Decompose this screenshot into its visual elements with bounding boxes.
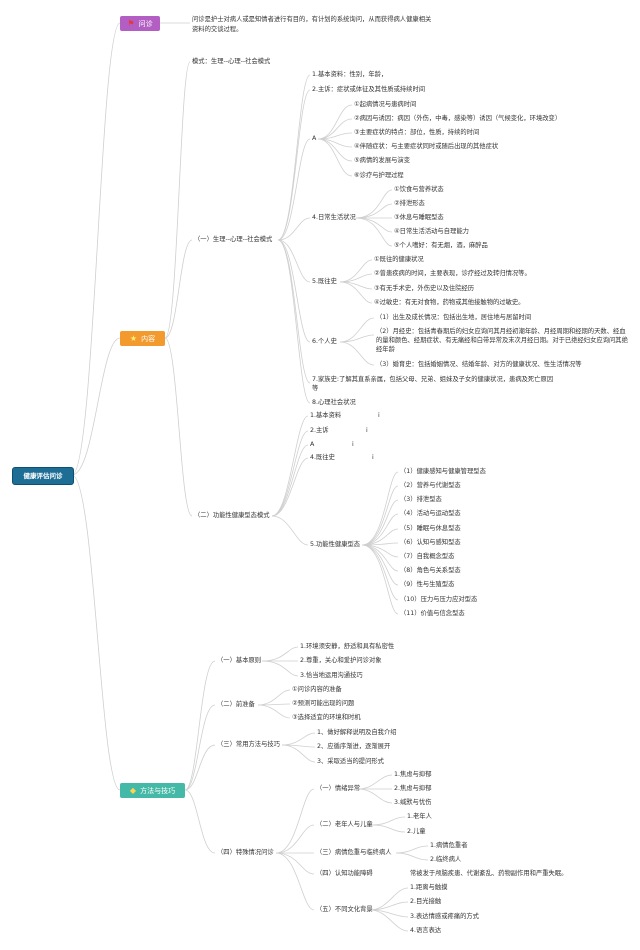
func-pattern-item: （6）认知与感知型态 (400, 539, 461, 546)
special-label[interactable]: （四）特殊情况问诊 (217, 849, 274, 856)
mode-label: 模式：生理--心理--社会模式 (192, 58, 271, 65)
bio-a-item: ⑤病情的发展与演变 (354, 157, 411, 164)
past-history-label: 5.既往史 (312, 278, 337, 285)
daily-life-item: ⑤个人嗜好：有无烟，酒，麻醉品 (394, 242, 488, 249)
prep-label[interactable]: （二）前准备 (217, 701, 255, 708)
daily-life-item: ②排泄形态 (394, 200, 425, 207)
emotion-label: （一）情绪异常 (316, 785, 361, 792)
emotion-item: 3.缄默与忧伤 (394, 799, 432, 806)
daily-life-item: ①饮食与营养状态 (394, 186, 444, 193)
emotion-item: 2.焦虑与抑郁 (394, 785, 432, 792)
personal-history-item: （3）婚育史：包括婚姻情况、结婚年龄、对方的健康状况、性生活情况等 (376, 361, 582, 368)
method-item: 3、采取适当的提问形式 (317, 758, 384, 765)
emotion-item: 1.焦虑与抑郁 (394, 771, 432, 778)
psych-social: 8.心理社会状况 (312, 399, 356, 406)
func-pattern-item: （11）价值与信念型态 (400, 610, 465, 617)
prep-item: ③选择适宜的环境和时机 (292, 714, 361, 721)
age-label: （二）老年人与儿童 (316, 821, 373, 828)
past-history-item: ③有无手术史，外伤史以及住院经历 (374, 285, 475, 292)
personal-history-item: （1）出生及成长情况：包括出生地，居住地与居留时间 (376, 314, 532, 321)
principle-item: 1.环境须安静，舒适和具有私密性 (300, 643, 395, 650)
func-pattern-item: （8）角色与关系型态 (400, 567, 461, 574)
branch-fangfa-label: 方法与技巧 (140, 786, 176, 795)
cognitive-note: 常被发于颅脑疾患、代谢紊乱、药物副作用和严重失眠。 (410, 870, 568, 877)
func-pattern-item: （10）压力与压力应对型态 (400, 596, 478, 603)
age-item: 1.老年人 (407, 813, 432, 820)
bio-a-item: ③主要症状的特点：部位，性质，持续的时间 (354, 129, 480, 136)
func-mark: i (352, 441, 354, 448)
func-pattern-item: （4）活动与运动型态 (400, 510, 461, 517)
func-pattern-item: （5）睡眠与休息型态 (400, 525, 461, 532)
bio-a-label: A (312, 135, 317, 142)
method-item: 2、应循序渐进，逐渐展开 (317, 743, 391, 750)
method-item: 1、做好解释说明及自我介绍 (317, 729, 397, 736)
branch-wenzhen-label: 问诊 (138, 19, 153, 28)
bio-a-item: ②病因与诱因：病因（外伤，中毒，感染等）诱因（气候变化，环境改变） (354, 115, 562, 122)
bio-a-item: ⑥诊疗与护理过程 (354, 172, 404, 179)
culture-item: 2.目光接触 (410, 898, 442, 905)
past-history-item: ④过敏史：有无对食物，药物或其他接触物的过敏史。 (374, 299, 525, 306)
bio-a-item: ①起病情况与患病时间 (354, 101, 417, 108)
culture-item: 3.表达情感或疼痛的方式 (410, 913, 479, 920)
func-pattern-item: （1）健康感知与健康管理型态 (400, 468, 486, 475)
past-history-item: ②曾患疾病的时间，主要表现，诊疗经过及转归情况等。 (374, 270, 531, 277)
func-mark: i (378, 412, 380, 419)
star-icon: ★ (129, 333, 138, 343)
prep-item: ①问诊内容的准备 (292, 686, 342, 693)
func-pattern-label: 5.功能性健康型态 (310, 541, 361, 548)
principle-label[interactable]: （一）基本原则 (217, 657, 262, 664)
family-history: 7.家族史:了解其直系亲属，包括父母、兄弟、姐妹及子女的健康状况，患病及死亡原因… (312, 376, 554, 392)
culture-label: （五）不同文化背景 (316, 906, 373, 913)
bio-a-item: ④伴随症状：与主要症状同时或随后出现的其他症状 (354, 143, 499, 150)
bio-complaint: 2.主诉：症状或体征及其性质或持续时间 (312, 86, 426, 93)
func-past: 4.既往史 (310, 454, 335, 461)
method-label[interactable]: （三）常用方法与技巧 (217, 741, 280, 748)
root-node[interactable]: 健康评估问诊 (12, 467, 74, 485)
principle-item: 2.尊重，关心和爱护问诊对象 (300, 657, 382, 664)
personal-history-item: （2）月经史：包括青春期后的妇女应询问其月经初潮年龄、月经周期和经期的天数、经血… (376, 328, 628, 353)
func-basic: 1.基本资料 (310, 412, 342, 419)
bio-basic: 1.基本资料：性别，年龄， (312, 71, 388, 78)
culture-item: 4.语言表达 (410, 927, 442, 934)
daily-life-item: ③休息与睡眠型态 (394, 214, 444, 221)
func-pattern-item: （2）营养与代谢型态 (400, 482, 461, 489)
culture-item: 1.距离与触摸 (410, 884, 448, 891)
func-model-label[interactable]: （二）功能性健康型态模式 (194, 512, 270, 519)
func-pattern-item: （3）排泄型态 (400, 496, 442, 503)
past-history-item: ①既往的健康状况 (374, 256, 424, 263)
wenzhen-description: 问诊是护士对病人或是知情者进行有目的，有计划的系统询问，从而获得病人健康相关资料… (192, 16, 432, 33)
branch-fangfa[interactable]: ◆ 方法与技巧 (120, 783, 185, 798)
func-a-label: A (310, 441, 315, 448)
critical-item: 2.临终病人 (430, 856, 462, 863)
branch-neirong[interactable]: ★ 内容 (120, 331, 165, 346)
func-mark: i (366, 427, 368, 434)
func-pattern-item: （7）自我概念型态 (400, 553, 455, 560)
bio-model-label[interactable]: （一）生理--心理--社会模式 (194, 236, 273, 243)
age-item: 2.儿童 (407, 828, 426, 835)
critical-label: （三）病情危重与临终病人 (316, 849, 392, 856)
func-pattern-item: （9）性与生殖型态 (400, 581, 455, 588)
branch-neirong-label: 内容 (141, 334, 156, 343)
personal-history-label: 6.个人史 (312, 338, 337, 345)
daily-life-item: ④日常生活活动与自理能力 (394, 228, 469, 235)
gem-icon: ◆ (129, 785, 137, 795)
branch-wenzhen[interactable]: ⚑ 问诊 (120, 16, 160, 31)
critical-item: 1.病情危重者 (430, 842, 468, 849)
prep-item: ②预测可能出现的问题 (292, 700, 355, 707)
cognitive-label: （四）认知功能障碍 (316, 870, 373, 877)
func-mark: i (372, 454, 374, 461)
red-flag-icon: ⚑ (127, 18, 135, 28)
func-complaint: 2.主诉 (310, 427, 329, 434)
daily-life-label: 4.日常生活状况 (312, 214, 356, 221)
principle-item: 3.恰当地运用沟通技巧 (300, 672, 363, 679)
